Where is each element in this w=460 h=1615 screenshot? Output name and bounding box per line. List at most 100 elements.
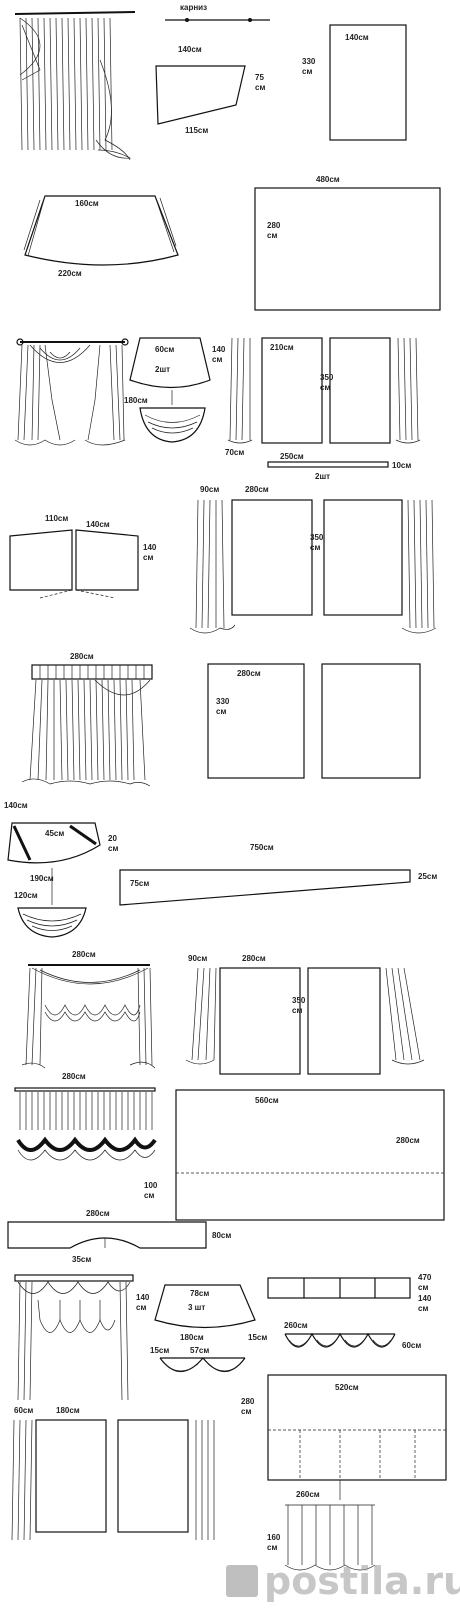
- pattern-long-strip-6: 750см 75см 25см: [119, 843, 437, 906]
- dim-label: 140: [143, 543, 157, 552]
- dim-label: 280см: [72, 950, 96, 959]
- dim-label: 470: [418, 1273, 432, 1282]
- roman-blind-illustration-8: [14, 1087, 157, 1161]
- dim-label: 20: [108, 834, 117, 843]
- dim-label: 520см: [335, 1383, 359, 1392]
- dim-label: 350: [310, 533, 324, 542]
- dim-label: 100: [144, 1181, 158, 1190]
- dim-label: см: [267, 1543, 277, 1552]
- dim-label: 250см: [280, 452, 304, 461]
- dim-label: см: [302, 67, 312, 76]
- dim-label: 220см: [58, 269, 82, 278]
- dim-label: 280см: [242, 954, 266, 963]
- dim-label: 15см: [248, 1333, 267, 1342]
- dim-label: см: [418, 1304, 428, 1313]
- dim-label: 2шт: [155, 365, 170, 374]
- rod-diagram: карниз: [165, 3, 270, 22]
- dim-label: см: [418, 1283, 428, 1292]
- dim-label: см: [136, 1303, 146, 1312]
- dim-label: 120см: [14, 891, 38, 900]
- dim-label: см: [310, 543, 320, 552]
- dim-label: 110см: [45, 514, 68, 523]
- dim-label: 330: [216, 697, 230, 706]
- pattern-valance-4: 110см 140см 140 см: [9, 514, 157, 599]
- pattern-panel-1: 140см 330 см: [302, 24, 407, 141]
- dim-label: см: [292, 1006, 302, 1015]
- dim-label: 45см: [45, 829, 64, 838]
- dim-label: 60см: [402, 1341, 421, 1350]
- dim-label: 190см: [30, 874, 54, 883]
- dim-label: 15см: [150, 1346, 169, 1355]
- dim-label: 280см: [70, 652, 94, 661]
- dim-label: 140см: [86, 520, 110, 529]
- dim-label: 80см: [212, 1231, 231, 1240]
- dim-label: 180см: [124, 396, 148, 405]
- dim-label: 60см: [14, 1406, 33, 1415]
- rod-label: карниз: [180, 3, 207, 12]
- dim-label: см: [216, 707, 226, 716]
- dim-label: 280см: [62, 1072, 86, 1081]
- dim-label: 280: [241, 1397, 255, 1406]
- pattern-arc-valance-2: 160см 220см: [23, 195, 179, 278]
- dim-label: 210см: [270, 343, 294, 352]
- dim-label: см: [320, 383, 330, 392]
- dim-label: 70см: [225, 448, 244, 457]
- pattern-valance-trapezoid-1: 140см 75 см 115см: [155, 45, 265, 135]
- dim-label: 350: [292, 996, 306, 1005]
- dim-label: 280: [267, 221, 281, 230]
- dim-label: 260см: [296, 1490, 320, 1499]
- dim-label: 280см: [245, 485, 269, 494]
- dim-label: 90см: [200, 485, 219, 494]
- dim-label: см: [267, 231, 277, 240]
- dim-label: 140: [418, 1294, 432, 1303]
- dim-label: см: [108, 844, 118, 853]
- pattern-roman-panel-11: 520см 280 см 260см 160 см: [241, 1374, 447, 1571]
- dim-label: 330: [302, 57, 316, 66]
- curtain-illustration-5: 280см: [21, 652, 153, 787]
- curtain-illustration-10: 140 см: [14, 1274, 150, 1401]
- watermark-text: postila.ru: [264, 1559, 460, 1603]
- dim-label: 115см: [185, 126, 208, 135]
- dim-label: 160: [267, 1533, 281, 1542]
- dim-label: 2шт: [315, 472, 330, 481]
- dim-label: см: [241, 1407, 251, 1416]
- dim-label: 57см: [190, 1346, 209, 1355]
- pattern-panels-3: 210см 350 см 70см 250см 10см 2шт: [225, 337, 421, 481]
- pattern-arch-valance-9: 280см 80см 35см: [7, 1209, 231, 1264]
- pattern-swag-3: 60см 2шт 140 см 180см: [124, 337, 226, 443]
- pattern-panels-4: 90см 280см 350 см: [189, 485, 437, 634]
- dim-label: 280см: [237, 669, 261, 678]
- dim-label: 180см: [180, 1333, 204, 1342]
- dim-label: 140см: [345, 33, 369, 42]
- dim-label: 260см: [284, 1321, 308, 1330]
- pattern-panels-7: 90см 280см 350 см: [185, 954, 425, 1075]
- pattern-panels-11: 60см 180см: [11, 1406, 215, 1541]
- dim-label: 75см: [130, 879, 149, 888]
- pattern-panels-5: 280см 330 см: [207, 663, 421, 779]
- dim-label: 140см: [178, 45, 202, 54]
- dim-label: 90см: [188, 954, 207, 963]
- pattern-box-10: 470 см 140 см 260см 60см: [267, 1273, 432, 1350]
- curtain-illustration-7: 280см 280см: [21, 950, 156, 1081]
- dim-label: 160см: [75, 199, 99, 208]
- dim-label: 140см: [4, 801, 28, 810]
- dim-label: 78см: [190, 1289, 209, 1298]
- dim-label: 280см: [86, 1209, 110, 1218]
- dim-label: 75: [255, 73, 264, 82]
- watermark: postila.ru: [226, 1559, 460, 1603]
- pattern-panel-2: 480см 280 см: [254, 175, 441, 311]
- dim-label: см: [143, 553, 153, 562]
- dim-label: 35см: [72, 1255, 91, 1264]
- dim-label: 560см: [255, 1096, 279, 1105]
- dim-label: 25см: [418, 872, 437, 881]
- dim-label: 480см: [316, 175, 340, 184]
- dim-label: 60см: [155, 345, 174, 354]
- dim-label: 3 шт: [188, 1303, 205, 1312]
- pattern-swag-10: 78см 3 шт 180см 15см 15см 57см: [150, 1284, 267, 1373]
- dim-label: 750см: [250, 843, 274, 852]
- pattern-swag-6: 140см 45см 20 см 190см 120см: [4, 801, 118, 938]
- dim-label: 180см: [56, 1406, 80, 1415]
- dim-label: 350: [320, 373, 334, 382]
- dim-label: 140: [212, 345, 226, 354]
